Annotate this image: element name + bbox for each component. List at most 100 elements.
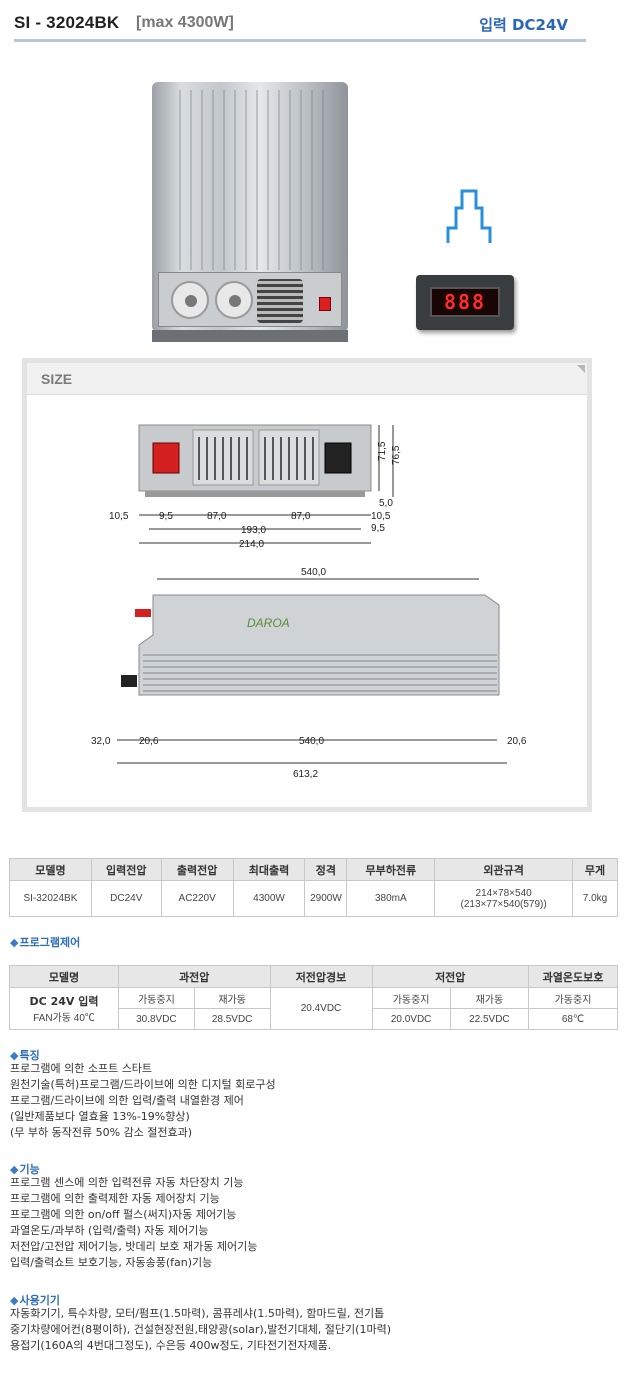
inverter-base <box>152 330 348 342</box>
dim-left-edge: 10,5 <box>109 511 129 522</box>
dim-height-total: 76,5 <box>391 445 402 465</box>
spec-dimension-line2: (213×77×540(579)) <box>460 898 547 910</box>
spec-cell: 4300W <box>232 880 306 917</box>
diamond-bullet-icon: ◆ <box>10 1163 19 1176</box>
spec-dimension-cell: 214×78×540 (213×77×540(579)) <box>434 880 574 917</box>
model-max-output: [max 4300W] <box>136 14 234 31</box>
inverter-body <box>152 82 348 332</box>
program-value-row: 30.8VDC 28.5VDC 20.0VDC 22.5VDC 68℃ <box>10 1008 618 1030</box>
feature-item: 프로그램/드라이브에 의한 입력/출력 내열환경 제어 <box>10 1094 244 1107</box>
input-voltage: 입력 DC24V <box>479 16 568 34</box>
program-cell: 재가동 <box>193 987 271 1009</box>
program-title: 프로그램제어 <box>19 936 81 949</box>
feature-item: 원천기술(특허)프로그램/드라이브에 의한 디지털 회로구성 <box>10 1078 276 1091</box>
dimension-drawing: 71,5 76,5 5,0 10,5 9,5 87,0 87,0 10,5 19… <box>91 424 527 780</box>
program-model-cell: DC 24V 입력 FAN가동 40℃ <box>9 987 119 1030</box>
feature-item: (일반제품보다 열효율 13%-19%향상) <box>10 1110 190 1123</box>
spec-header: 무게 <box>572 858 618 881</box>
front-view: 71,5 76,5 5,0 10,5 9,5 87,0 87,0 10,5 19… <box>109 424 402 550</box>
fan-grille-icon <box>257 279 303 323</box>
waveform-icon <box>446 189 492 243</box>
dim-side-left-a: 32,0 <box>91 736 111 747</box>
size-diagram-box: SIZE 71,5 76,5 5,0 10,5 <box>22 358 592 812</box>
led-display-value: 888 <box>430 287 500 317</box>
spec-header: 무부하전류 <box>346 858 436 881</box>
product-photo <box>152 82 348 342</box>
program-fan: FAN가동 40℃ <box>33 1013 95 1024</box>
program-label-row: DC 24V 입력 FAN가동 40℃ 가동중지 재가동 20.4VDC 가동중… <box>9 987 618 1030</box>
side-view: 540,0 DAROA 32,0 20,6 540,0 20,6 613,2 <box>91 567 527 780</box>
program-header: 모델명 <box>9 965 119 988</box>
dim-inner-width: 193,0 <box>241 525 266 536</box>
function-item: 프로그램에 의한 출력제한 자동 제어장치 기능 <box>10 1192 220 1205</box>
spec-row: SI-32024BK DC24V AC220V 4300W 2900W 380m… <box>9 880 618 917</box>
dim-total-width: 214,0 <box>239 539 264 550</box>
dim-w3: 87,0 <box>291 511 311 522</box>
program-cell: 재가동 <box>449 987 530 1009</box>
program-header: 저전압경보 <box>269 965 373 988</box>
outlet-icon <box>171 281 209 319</box>
spec-header: 모델명 <box>9 858 92 881</box>
device-brand-mark: DAROA <box>247 616 290 630</box>
program-cell: 22.5VDC <box>449 1008 530 1030</box>
dim-side-top: 540,0 <box>301 567 326 578</box>
program-header: 저전압 <box>371 965 529 988</box>
program-cell: 30.8VDC <box>118 1008 195 1030</box>
program-cell: 28.5VDC <box>193 1008 271 1030</box>
dim-side-total: 613,2 <box>293 769 318 780</box>
heatsink-ribs <box>170 90 330 270</box>
diamond-bullet-icon: ◆ <box>10 1049 19 1062</box>
program-model: DC 24V 입력 <box>29 995 99 1008</box>
usage-list: 자동화기기, 특수차량, 모터/펌프(1.5마력), 콤퓨레샤(1.5마력), … <box>10 1306 391 1354</box>
function-item: 입력/출력쇼트 보호기능, 자동송풍(fan)기능 <box>10 1256 213 1269</box>
usage-item: 용접기(160A의 4번대그정도), 수은등 400w정도, 기타전기전자제품. <box>10 1339 332 1352</box>
usage-item: 중기차량에어컨(8평이하), 건설현장전원,태양광(solar),발전기대체, … <box>10 1323 391 1336</box>
spec-table: 모델명 입력전압 출력전압 최대출력 정격 무부하전류 외관규격 무게 SI-3… <box>9 858 618 917</box>
program-header: 과전압 <box>118 965 271 988</box>
program-table: 모델명 과전압 저전압경보 저전압 과열온도보호 DC 24V 입력 FAN가동… <box>9 965 618 1030</box>
program-cell: 가동중지 <box>371 987 451 1009</box>
led-display-module: 888 <box>416 275 514 330</box>
program-section-title: ◆프로그램제어 <box>10 934 80 950</box>
diamond-bullet-icon: ◆ <box>10 936 19 949</box>
spec-header: 정격 <box>304 858 348 881</box>
functions-list: 프로그램 센스에 의한 입력전류 자동 차단장치 기능 프로그램에 의한 출력제… <box>10 1175 257 1271</box>
dim-height-inner: 71,5 <box>377 441 388 461</box>
dim-side-left-b: 20,6 <box>139 736 159 747</box>
dim-w1: 9,5 <box>159 511 173 522</box>
function-item: 프로그램에 의한 on/off 펄스(써지)자동 제어기능 <box>10 1208 237 1221</box>
spec-cell: SI-32024BK <box>9 880 92 917</box>
spec-header: 입력전압 <box>90 858 162 881</box>
dim-right-a: 10,5 <box>371 511 391 522</box>
spec-header: 외관규격 <box>434 858 574 881</box>
inverter-front-panel <box>158 272 342 327</box>
spec-header: 출력전압 <box>160 858 234 881</box>
program-cell: 가동중지 <box>118 987 195 1009</box>
program-alarm-cell: 20.4VDC <box>269 987 373 1030</box>
spec-header: 최대출력 <box>232 858 306 881</box>
outlet-icon <box>215 281 253 319</box>
diamond-bullet-icon: ◆ <box>10 1294 19 1307</box>
feature-item: 프로그램에 의한 소프트 스타트 <box>10 1062 153 1075</box>
dim-w2: 87,0 <box>207 511 227 522</box>
function-item: 프로그램 센스에 의한 입력전류 자동 차단장치 기능 <box>10 1176 244 1189</box>
functions-title: 기능 <box>19 1163 40 1176</box>
size-title-bar: SIZE <box>27 363 587 395</box>
spec-cell: 7.0kg <box>572 880 618 917</box>
spec-cell: 2900W <box>304 880 348 917</box>
features-section-title: ◆특징 <box>10 1047 40 1063</box>
function-item: 저전압/고전압 제어기능, 밧데리 보호 재가동 제어기능 <box>10 1240 258 1253</box>
dim-side-right-a: 20,6 <box>507 736 527 747</box>
corner-mark-icon <box>577 365 585 373</box>
usage-section-title: ◆사용기기 <box>10 1292 60 1308</box>
program-cell: 68℃ <box>528 1008 618 1030</box>
model-title: SI - 32024BK <box>14 13 120 32</box>
size-label: SIZE <box>41 371 73 387</box>
program-cell: 20.0VDC <box>371 1008 451 1030</box>
dim-foot: 5,0 <box>379 498 393 509</box>
page-header: SI - 32024BK [max 4300W] 입력 DC24V <box>14 10 586 42</box>
usage-item: 자동화기기, 특수차량, 모터/펌프(1.5마력), 콤퓨레샤(1.5마력), … <box>10 1307 385 1320</box>
spec-cell: 380mA <box>346 880 436 917</box>
program-cell: 가동중지 <box>528 987 618 1009</box>
spec-cell: AC220V <box>160 880 234 917</box>
